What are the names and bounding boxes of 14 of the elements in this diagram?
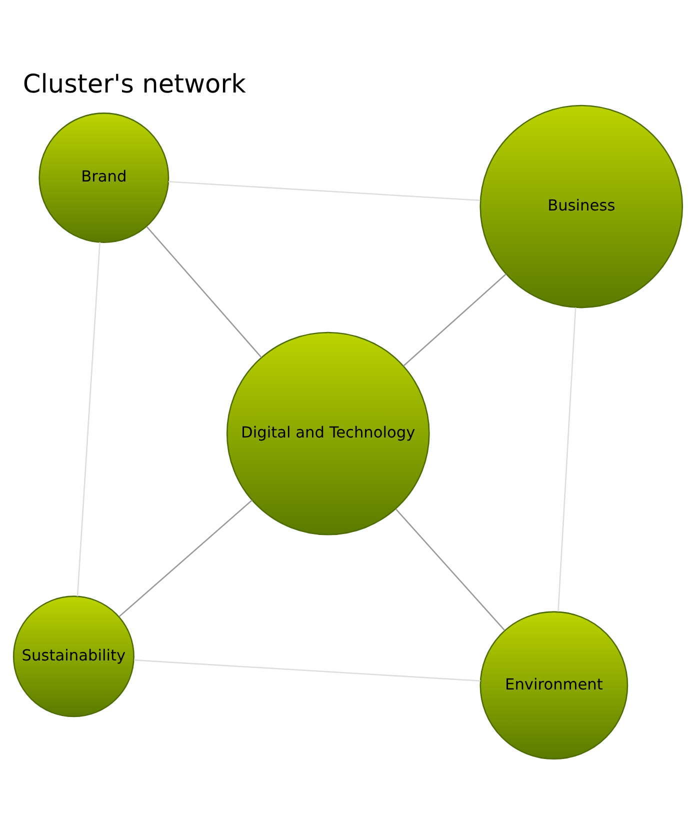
node-circle: Sustainability [12, 595, 134, 717]
connector [403, 273, 506, 366]
connector [168, 180, 480, 201]
connector [134, 658, 481, 682]
connector [118, 499, 253, 617]
node-circle: Digital and Technology [226, 331, 430, 535]
node-circle: Brand [38, 112, 170, 242]
connector [558, 306, 576, 612]
node-circle: Business [480, 104, 684, 308]
diagram-title: Cluster's network [22, 69, 246, 100]
connector [146, 226, 262, 358]
node-circle: Environment [480, 610, 628, 760]
connector [396, 508, 505, 630]
connector [76, 242, 100, 596]
